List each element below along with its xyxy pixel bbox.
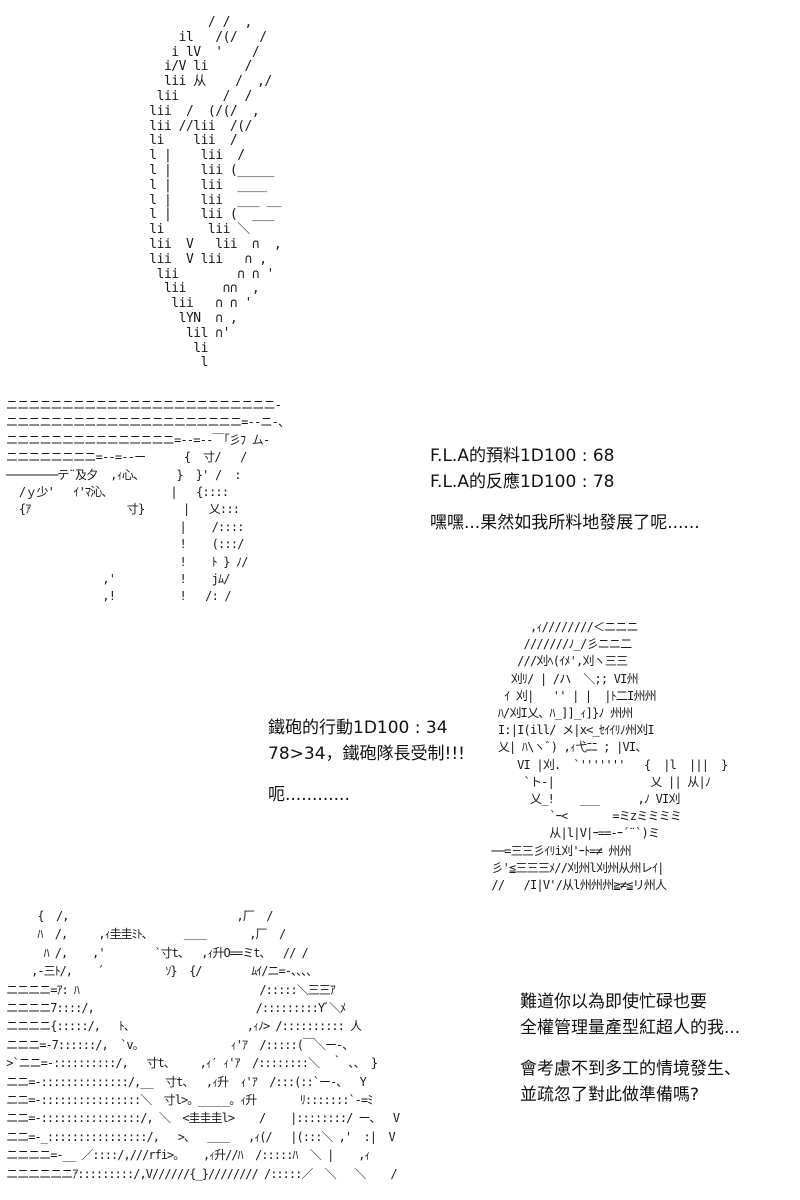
dialogue-block-1: F.L.A的預料1D100 : 68 F.L.A的反應1D100 : 78 嘿嘿…	[430, 443, 700, 536]
panel-1: / / , il /(/ / i lV ' / i/V li / lii 从 /…	[0, 0, 800, 385]
panel-3: ,ｨ////////＜ニニニ ///////ﾉ_/彡ニニ二 ///刈ﾍ(ｲﾒ',…	[0, 615, 800, 905]
dialogue-line: F.L.A的預料1D100 : 68	[430, 446, 615, 466]
dialogue-block-3: 難道你以為即使忙碌也要 全權管理量產型紅超人的我... 會考慮不到多工的情境發生…	[520, 989, 741, 1108]
dialogue-gap	[268, 768, 465, 782]
dialogue-line: 78>34，鐵砲隊長受制!!!	[268, 744, 465, 765]
ascii-art-grin: { /, ,厂 / ﾊ /, ,ｨ圭圭ﾐﾄ、 ＿＿ ,厂 / ﾊ /, ,' `…	[6, 909, 400, 1181]
ascii-art-character-hiding: ニニニニニニニニニニニニニニニニニニニニニニニニ- ニニニニニニニニニニニニニニ…	[6, 398, 290, 604]
dialogue-gap	[520, 1042, 741, 1056]
ascii-art-silhouette: / / , il /(/ / i lV ' / i/V li / lii 从 /…	[149, 15, 282, 371]
dialogue-line: 並疏忽了對此做準備嗎?	[520, 1085, 700, 1106]
dialogue-line: 全權管理量產型紅超人的我...	[520, 1018, 741, 1039]
dialogue-line: 難道你以為即使忙碌也要	[520, 992, 707, 1012]
dialogue-gap	[430, 496, 700, 510]
dialogue-line: 呃............	[268, 784, 350, 805]
panel-4: { /, ,厂 / ﾊ /, ,ｨ圭圭ﾐﾄ、 ＿＿ ,厂 / ﾊ /, ,' `…	[0, 905, 800, 1200]
panel-2: ニニニニニニニニニニニニニニニニニニニニニニニニ- ニニニニニニニニニニニニニニ…	[0, 385, 800, 615]
dialogue-block-2: 鐵砲的行動1D100 : 34 78>34，鐵砲隊長受制!!! 呃.......…	[268, 715, 465, 808]
dialogue-line: 鐵砲的行動1D100 : 34	[268, 718, 448, 738]
dialogue-line: F.L.A的反應1D100 : 78	[430, 472, 615, 493]
dialogue-line: 會考慮不到多工的情境發生、	[520, 1058, 741, 1079]
ascii-art-character-head: ,ｨ////////＜ニニニ ///////ﾉ_/彡ニニ二 ///刈ﾍ(ｲﾒ',…	[491, 620, 728, 893]
dialogue-line: 嘿嘿...果然如我所料地發展了呢......	[430, 512, 700, 533]
